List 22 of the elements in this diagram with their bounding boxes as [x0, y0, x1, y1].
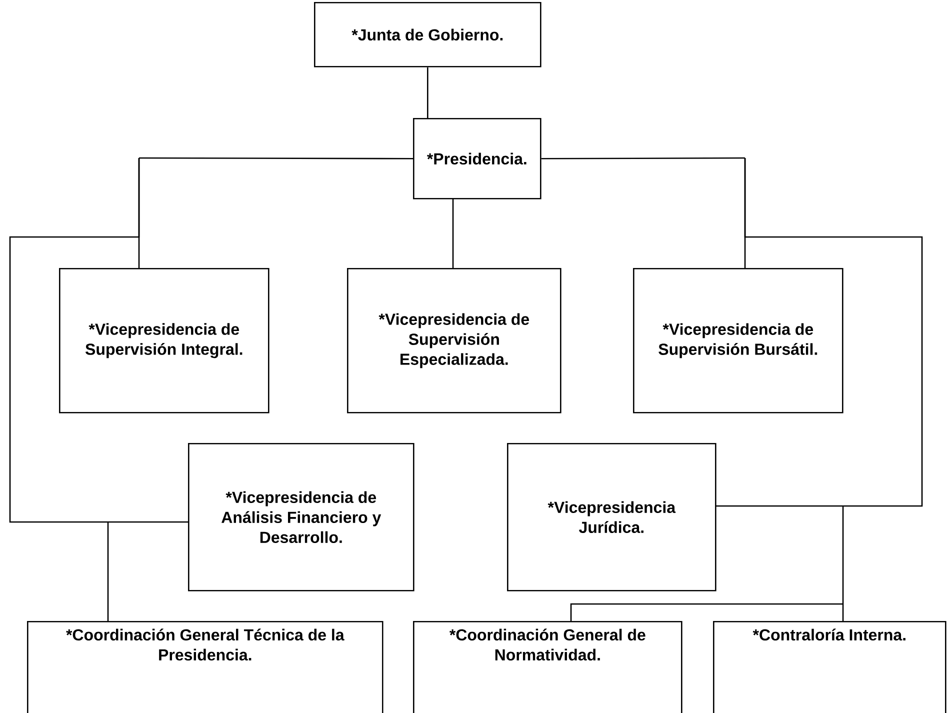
org-box: *Vicepresidencia de Análisis Financiero y Desarrollo.: [188, 443, 414, 592]
connector-line: [842, 604, 844, 621]
org-box: *Vicepresidencia de Supervisión Especializada.: [347, 268, 562, 414]
org-box: *Presidencia.: [413, 118, 542, 200]
org-box: *Coordinación General de Normatividad.: [413, 621, 682, 713]
connector-line: [139, 157, 413, 160]
connector-line: [452, 198, 454, 268]
connector-line: [744, 158, 746, 268]
org-box: *Junta de Gobierno.: [314, 2, 542, 68]
org-box: *Contraloría Interna.: [713, 621, 946, 713]
connector-line: [715, 505, 843, 507]
connector-line: [570, 603, 843, 621]
connector-line: [108, 521, 188, 523]
org-box: *Vicepresidencia de Supervisión Bursátil.: [633, 268, 844, 414]
connector-line: [138, 158, 140, 268]
org-box: *Vicepresidencia de Supervisión Integral.: [59, 268, 270, 414]
connector-line: [427, 67, 428, 118]
org-box: *Vicepresidencia Jurídica.: [507, 443, 716, 592]
connector-line: [107, 522, 109, 621]
org-box: *Coordinación General Técnica de la Presidencia.: [27, 621, 384, 713]
connector-line: [842, 506, 844, 604]
connector-line: [541, 157, 746, 160]
